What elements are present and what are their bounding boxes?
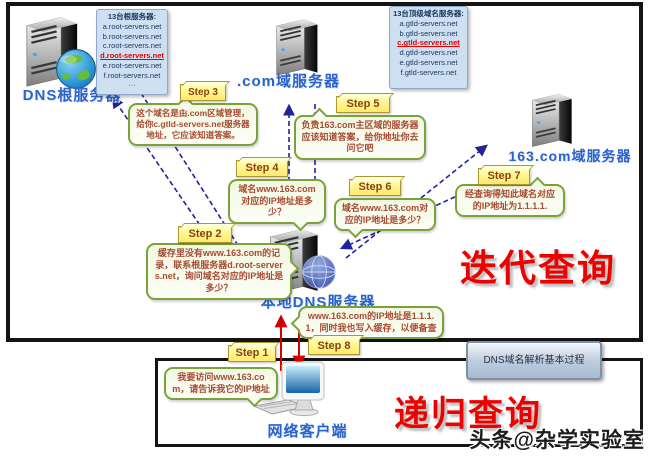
bubble-text: 域名www.163.com对应的IP地址是多少？ (238, 184, 316, 218)
root-server-list: 13台根服务器: a.root-servers.net b.root-serve… (96, 9, 168, 95)
list-item: ··· (128, 80, 136, 90)
step-text: Step 8 (317, 340, 351, 352)
bubble-step3: 这个域名是由.com区域管理，给你c.gtld-servers.net服务器地址… (128, 95, 258, 147)
root-server-label: DNS根服务器 (22, 87, 122, 104)
gtld-server-list: 13台顶级域名服务器: a.gtld-servers.net b.gtld-se… (389, 6, 468, 89)
list-item-highlighted: c.gtld-servers.net (397, 38, 460, 48)
step-4-tab: Step 4 (236, 160, 288, 177)
list-item: a.root-servers.net (102, 21, 162, 31)
iterative-query-title: 迭代查询 (460, 248, 616, 289)
step-5-tab: Step 5 (336, 96, 390, 113)
bubble-text: 负责163.com主区域的服务器应该知道答案，给你地址你去问它吧 (301, 120, 419, 154)
bubble-step2: 缓存里没有www.163.com的记录，联系根服务器d.root-servers… (146, 243, 300, 300)
com-server-icon (275, 18, 319, 77)
step-7-tab: Step 7 (478, 168, 530, 185)
bubble-text: 经查询得知此域名对应的IP地址为1.1.1.1. (464, 189, 555, 211)
list-item: b.gtld-servers.net (399, 28, 458, 38)
list-item: a.gtld-servers.net (399, 18, 458, 28)
bubble-step7: 经查询得知此域名对应的IP地址为1.1.1.1. (455, 176, 565, 218)
step-text: Step 3 (187, 87, 218, 98)
recursive-query-frame (155, 358, 643, 447)
step-text: Step 5 (346, 98, 380, 110)
client-computer-icon (252, 361, 325, 416)
recursive-query-title: 递归查询 (394, 395, 543, 434)
bubble-text: 我要访问www.163.com，请告诉我它的IP地址 (172, 372, 270, 394)
bubble-step4: 域名www.163.com对应的IP地址是多少？ (228, 179, 326, 232)
watermark-text: 头条@杂学实验室 (469, 429, 645, 452)
list-item: c.root-servers.net (102, 41, 162, 51)
bubble-step1: 我要访问www.163.com，请告诉我它的IP地址 (164, 367, 278, 408)
list-title: 13台根服务器: (107, 12, 157, 21)
bubble-step6: 域名www.163.com对应的IP地址是多少？ (334, 198, 436, 239)
list-item: b.root-servers.net (102, 31, 162, 41)
step-2-tab: Step 2 (178, 226, 232, 243)
bubble-text: 这个域名是由.com区域管理，给你c.gtld-servers.net服务器地址… (136, 108, 250, 141)
163-server-icon (531, 93, 573, 148)
list-item-highlighted: d.root-servers.net (100, 51, 164, 60)
list-item: d.gtld-servers.net (399, 48, 458, 57)
process-title-button: DNS域名解析基本过程 (466, 341, 602, 380)
step-1-tab: Step 1 (228, 345, 276, 362)
list-item: e.root-servers.net (102, 60, 162, 70)
step-text: Step 1 (235, 347, 269, 359)
step-8-tab: Step 8 (308, 338, 360, 355)
list-item: f.root-servers.net (103, 70, 161, 80)
bubble-text: 缓存里没有www.163.com的记录，联系根服务器d.root-servers… (154, 248, 284, 294)
globe-earth-icon (56, 49, 96, 89)
step-6-tab: Step 6 (349, 179, 401, 196)
step-3-tab: Step 3 (180, 84, 226, 101)
com-server-label: .com域服务器 (236, 73, 340, 90)
step-text: Step 2 (188, 228, 222, 240)
globe-network-icon (302, 255, 336, 289)
list-title: 13台顶级域名服务器: (393, 9, 464, 18)
bubble-step5: 负责163.com主区域的服务器应该知道答案，给你地址你去问它吧 (294, 107, 426, 161)
bubble-step8: www.163.com的IP地址是1.1.1.1，同时我也写入缓存，以便备查 (290, 306, 444, 340)
list-item: f.gtld-servers.net (400, 67, 457, 77)
step-text: Step 6 (358, 181, 392, 193)
list-item: e.gtld-servers.net (399, 57, 458, 67)
step-text: Step 4 (245, 162, 279, 174)
client-label: 网络客户端 (267, 423, 348, 440)
163-server-label: 163.com域服务器 (508, 148, 632, 164)
bubble-text: www.163.com的IP地址是1.1.1.1，同时我也写入缓存，以便备查 (305, 311, 437, 333)
step-text: Step 7 (487, 170, 521, 182)
